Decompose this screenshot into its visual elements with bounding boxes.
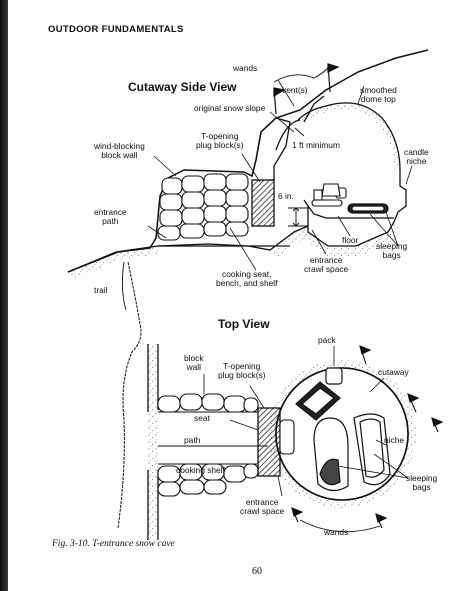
label-plug-block-side: T-opening plug block(s) <box>196 131 244 150</box>
label-six-inches: 6 in. <box>278 191 294 201</box>
label-smoothed-dome: smoothed dome top <box>360 85 397 104</box>
label-wands-top: wands <box>324 527 349 537</box>
label-seat: seat <box>194 413 210 423</box>
snow-cave-illustration <box>67 49 444 540</box>
label-trail: trail <box>94 285 108 295</box>
label-candle-niche: candle niche <box>404 147 429 166</box>
side-cooking-seat <box>311 183 347 207</box>
label-cutaway: cutaway <box>378 367 409 377</box>
label-cooking-seat: cooking seat, bench, and shelf <box>216 269 278 288</box>
label-pack: pack <box>318 335 336 345</box>
book-spine-shadow <box>0 0 8 591</box>
top-sleeping-bags <box>313 413 391 492</box>
top-pack <box>295 367 343 421</box>
top-wands <box>291 345 444 533</box>
label-original-snow-slope: original snow slope <box>194 103 266 113</box>
label-floor: floor <box>342 235 359 245</box>
label-cooking-shelf: cooking shelf <box>176 465 225 475</box>
top-plug-block <box>257 407 281 477</box>
side-sleeping-bags <box>347 203 389 214</box>
label-wands-side: wands <box>233 63 258 73</box>
side-plug-block <box>251 179 275 227</box>
top-view-title: Top View <box>218 317 270 331</box>
label-path: path <box>184 435 201 445</box>
label-entrance-crawl-side: entrance crawl space <box>304 255 349 274</box>
label-one-ft-minimum: 1 ft minimum <box>292 140 340 150</box>
side-block-wall <box>157 173 249 241</box>
label-entrance-path: entrance path <box>94 207 127 226</box>
label-sleeping-bags-side: sleeping bags <box>376 241 408 260</box>
page-number: 60 <box>252 566 262 577</box>
label-niche: niche <box>384 435 405 445</box>
book-page: OUTDOOR FUNDAMENTALS Cutaway Side View T… <box>8 0 474 591</box>
running-header: OUTDOOR FUNDAMENTALS <box>48 24 184 35</box>
side-view-title: Cutaway Side View <box>128 80 237 94</box>
label-wind-blocking-wall: wind-blocking block wall <box>94 141 145 160</box>
side-wands <box>273 63 340 115</box>
top-block-wall <box>157 393 259 497</box>
label-entrance-crawl-top: entrance crawl space <box>240 497 285 516</box>
label-vents: vent(s) <box>282 85 308 95</box>
figure-caption: Fig. 3-10. T-entrance snow cave <box>52 539 175 549</box>
label-plug-block-top: T-opening plug block(s) <box>218 361 266 380</box>
label-block-wall-top: block wall <box>184 353 204 372</box>
label-sleeping-bags-top: sleeping bags <box>406 473 438 492</box>
